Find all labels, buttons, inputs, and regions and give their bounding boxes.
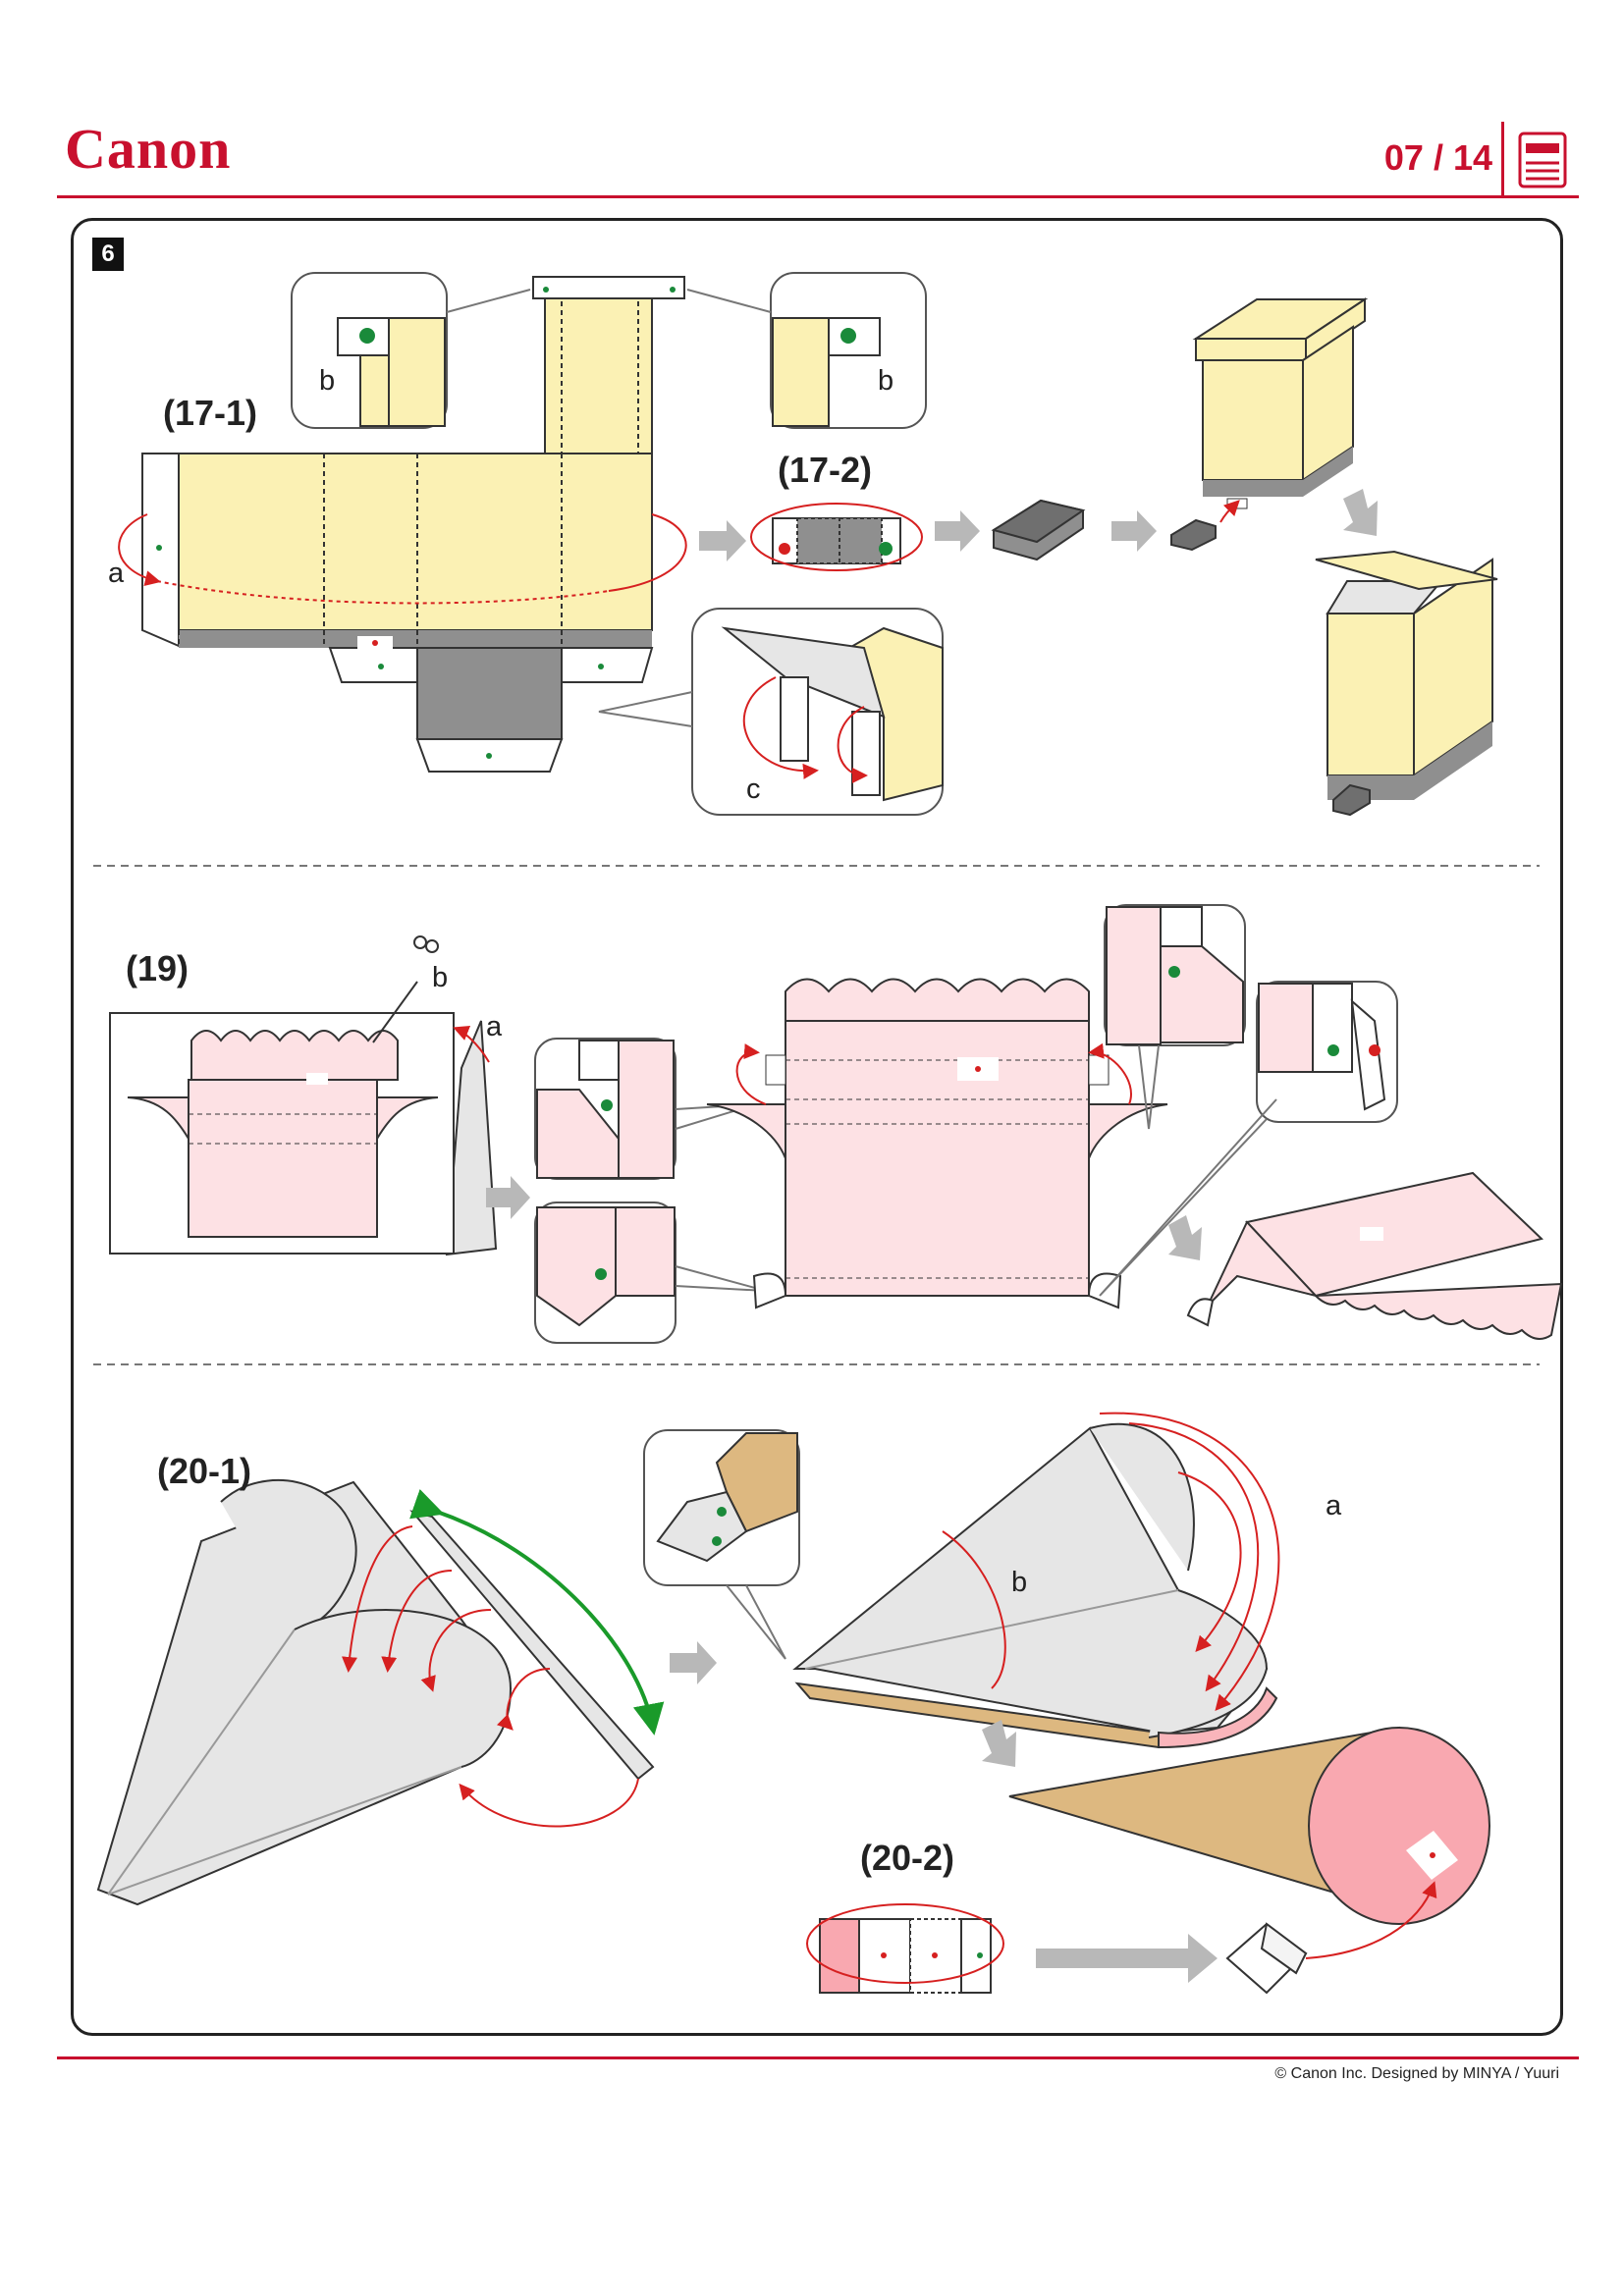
flow-arrow-20c [1036, 1934, 1218, 1983]
label-17-2: (17-2) [778, 450, 873, 490]
awning-net-19 [706, 978, 1168, 1309]
zoom-bubble-19-bottom [534, 1201, 767, 1344]
flow-arrow-19b [1168, 1215, 1202, 1260]
flow-arrow-20a [670, 1641, 717, 1684]
zoom-bubble-left [291, 272, 531, 429]
flow-arrow-19a [486, 1176, 530, 1219]
label-20-1: (20-1) [157, 1451, 252, 1491]
awning-finished [1186, 1171, 1563, 1340]
zoom-bubble-19-right-top [1104, 904, 1246, 1130]
ice-cream-cone-finished [1008, 1726, 1490, 1925]
zoom-bubble-20 [643, 1429, 800, 1660]
letter-b-19: b [432, 962, 449, 993]
triangle-prism-piece [1225, 1881, 1437, 1995]
zoom-bubble-19-right-bottom [1099, 981, 1398, 1297]
step-number-badge: 6 [92, 238, 124, 271]
instruction-frame [71, 218, 1563, 2036]
trash-can-closed [1192, 297, 1369, 523]
step-20-2-strip [806, 1903, 1004, 1994]
awning-sheet-19 [109, 935, 498, 1256]
letter-a-17: a [108, 558, 125, 589]
zoom-bubble-19-top [534, 1038, 757, 1180]
flow-arrow-20b [982, 1720, 1016, 1767]
page-number: 07 / 14 [1383, 137, 1492, 178]
label-17-1: (17-1) [163, 393, 258, 433]
letter-b-17-right: b [878, 365, 894, 397]
zoom-bubble-right [686, 272, 927, 429]
ramp-piece [991, 499, 1217, 561]
box-net-17-1 [118, 276, 687, 773]
flow-arrows-17 [699, 489, 1378, 561]
cone-net-20-1 [96, 1478, 665, 1906]
zoom-bubble-17-c [598, 608, 944, 816]
letter-b-20: b [1011, 1567, 1028, 1598]
letter-c-17: c [746, 774, 761, 805]
label-20-2: (20-2) [860, 1838, 955, 1878]
step-17-2-strip [750, 503, 923, 571]
canon-logo: Canon [65, 117, 232, 181]
label-19: (19) [126, 948, 189, 988]
trash-can-open [1315, 550, 1498, 817]
cone-assembly [792, 1412, 1280, 1749]
letter-b-17-left: b [319, 365, 336, 397]
letter-a-19: a [486, 1011, 503, 1042]
header-rule [57, 195, 1579, 198]
document-icon [1518, 132, 1567, 188]
footer-rule [57, 2056, 1579, 2059]
header-divider [1501, 122, 1504, 198]
letter-a-20: a [1326, 1490, 1342, 1522]
footer-credit: © Canon Inc. Designed by MINYA / Yuuri [1274, 2065, 1559, 2082]
